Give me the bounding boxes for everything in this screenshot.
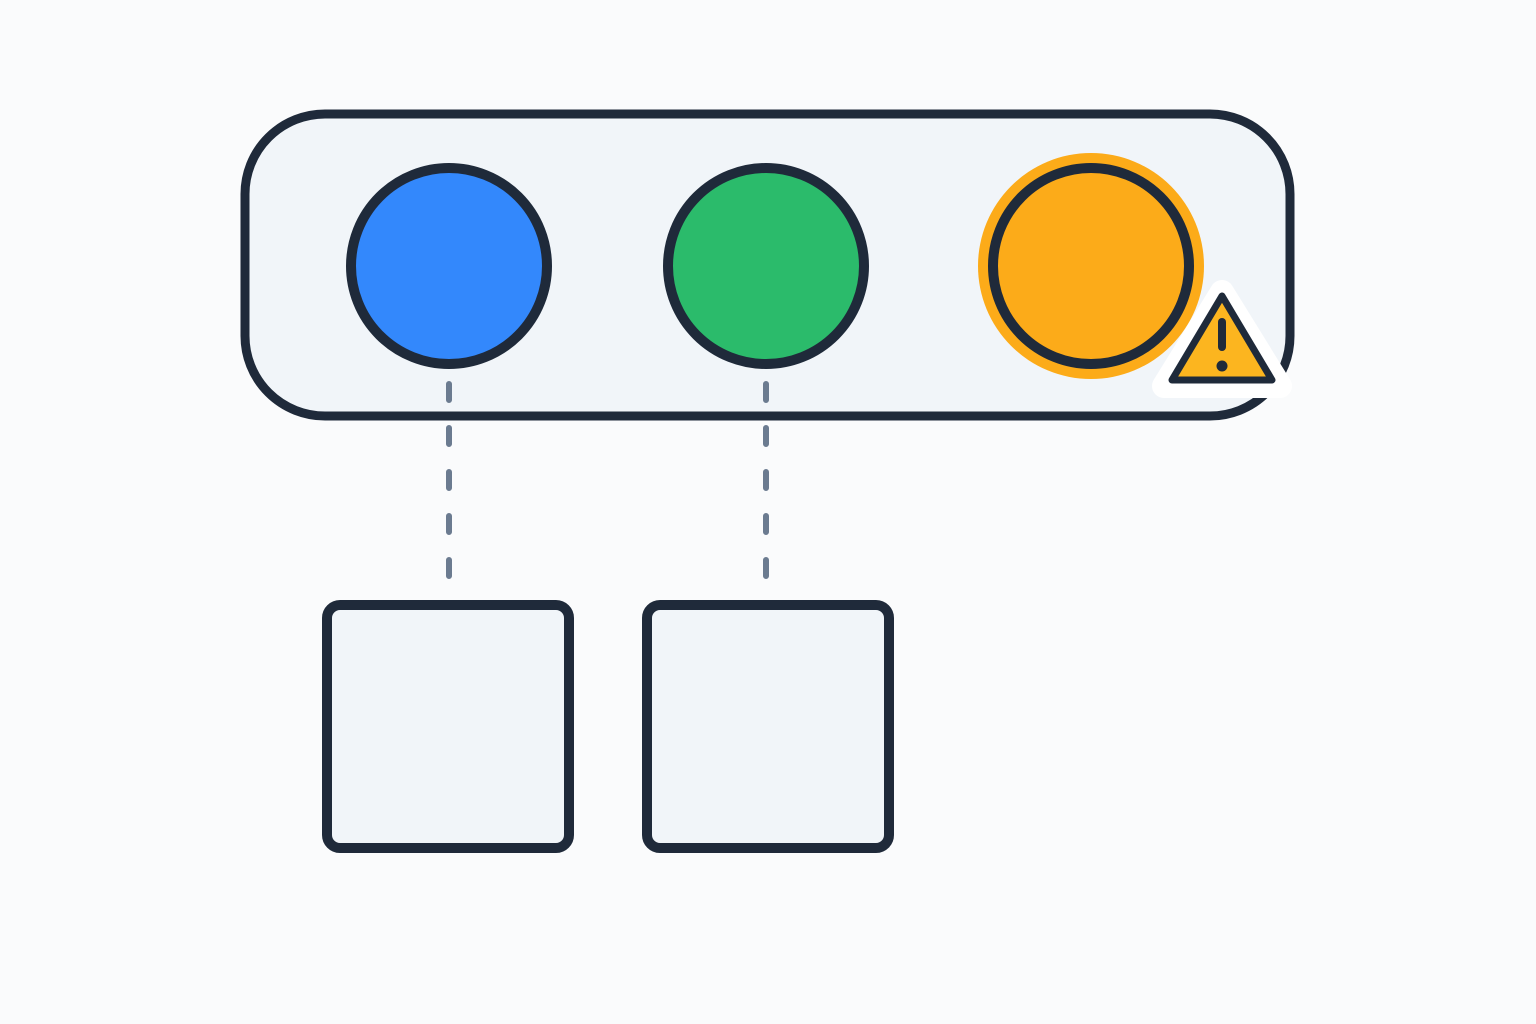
warning-triangle-icon (1152, 280, 1292, 398)
green-status-circle (663, 163, 869, 369)
warning-exclamation-dot (1216, 360, 1228, 372)
blue-status-circle (346, 163, 552, 369)
middle-box (642, 600, 894, 853)
orange-status-circle (988, 163, 1194, 369)
left-box (322, 600, 574, 853)
